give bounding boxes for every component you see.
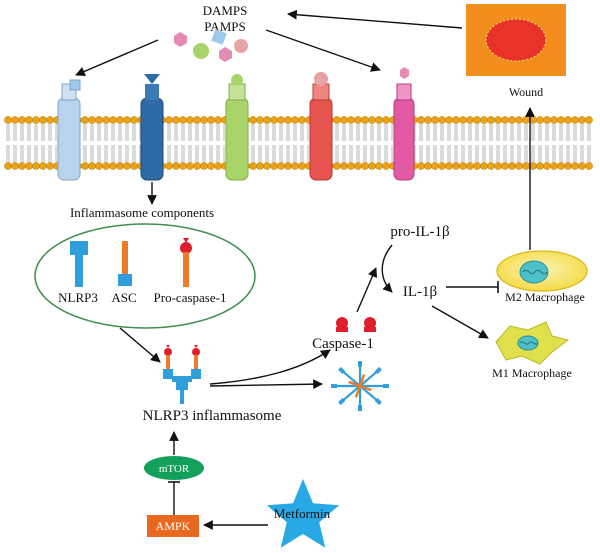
arrow-inflammasome-to-caspase xyxy=(209,349,331,385)
nlrp3-inflammasome-icon xyxy=(163,345,201,404)
arrow-pro-il-to-il xyxy=(381,244,393,293)
pro-il1b-label: pro-IL-1β xyxy=(390,224,449,240)
pamps-label: PAMPS xyxy=(204,19,245,34)
caspase1-icon xyxy=(336,317,376,332)
wound-label: Wound xyxy=(509,85,543,99)
receptor-green xyxy=(225,74,249,181)
caspase1-label: Caspase-1 xyxy=(312,336,374,352)
pro-caspase-label: Pro-caspase-1 xyxy=(154,290,227,305)
ampk-label: AMPK xyxy=(156,519,191,533)
arrow-components-to-inflammasome xyxy=(119,327,161,363)
metformin-label: Metformin xyxy=(274,506,331,521)
circle-ligand-green xyxy=(193,43,209,59)
lipid-bilayer xyxy=(4,116,593,170)
m2-macrophage-label: M2 Macrophage xyxy=(505,290,585,304)
arrow-caspase-to-pro-il xyxy=(356,267,378,313)
inflammasome-components-label: Inflammasome components xyxy=(70,205,214,220)
arrow-ligand-to-receptor-right xyxy=(265,29,381,72)
components-oval xyxy=(34,223,256,329)
arrow-ligand-to-receptor-left xyxy=(75,39,159,77)
receptor-blue-light xyxy=(57,79,81,181)
wound-core xyxy=(485,18,547,62)
asc-label: ASC xyxy=(111,290,136,305)
nlrp3-icon xyxy=(70,241,88,287)
mtor-node xyxy=(144,456,204,480)
receptor-pink xyxy=(393,67,415,181)
receptor-blue-dark xyxy=(140,74,164,181)
damps-label: DAMPS xyxy=(203,3,248,18)
asc-speck-icon xyxy=(331,361,389,411)
receptor-red xyxy=(309,72,333,181)
il1b-label: IL-1β xyxy=(403,284,437,300)
m1-macrophage-label: M1 Macrophage xyxy=(492,366,572,380)
metformin-star xyxy=(266,479,340,548)
arrow-wound-to-ligands xyxy=(287,9,463,29)
circle-ligand-pink xyxy=(234,39,248,53)
asc-icon xyxy=(118,241,132,286)
ampk-node xyxy=(147,515,199,537)
arrow-il-to-m1 xyxy=(431,305,489,339)
m1-macrophage-cell xyxy=(495,321,570,365)
hexagon-ligand-pink-2 xyxy=(219,47,232,62)
nlrp3-inflammasome-label: NLRP3 inflammasome xyxy=(143,408,282,424)
mtor-label: mTOR xyxy=(159,463,190,475)
nlrp3-label: NLRP3 xyxy=(58,290,98,305)
pro-caspase-icon xyxy=(180,238,192,287)
ligands-cluster xyxy=(174,29,248,62)
m2-macrophage-cell xyxy=(496,250,588,292)
square-ligand-blue xyxy=(211,29,227,45)
arrow-inflammasome-to-asc-speck xyxy=(209,379,323,390)
hexagon-ligand-pink xyxy=(174,32,187,47)
